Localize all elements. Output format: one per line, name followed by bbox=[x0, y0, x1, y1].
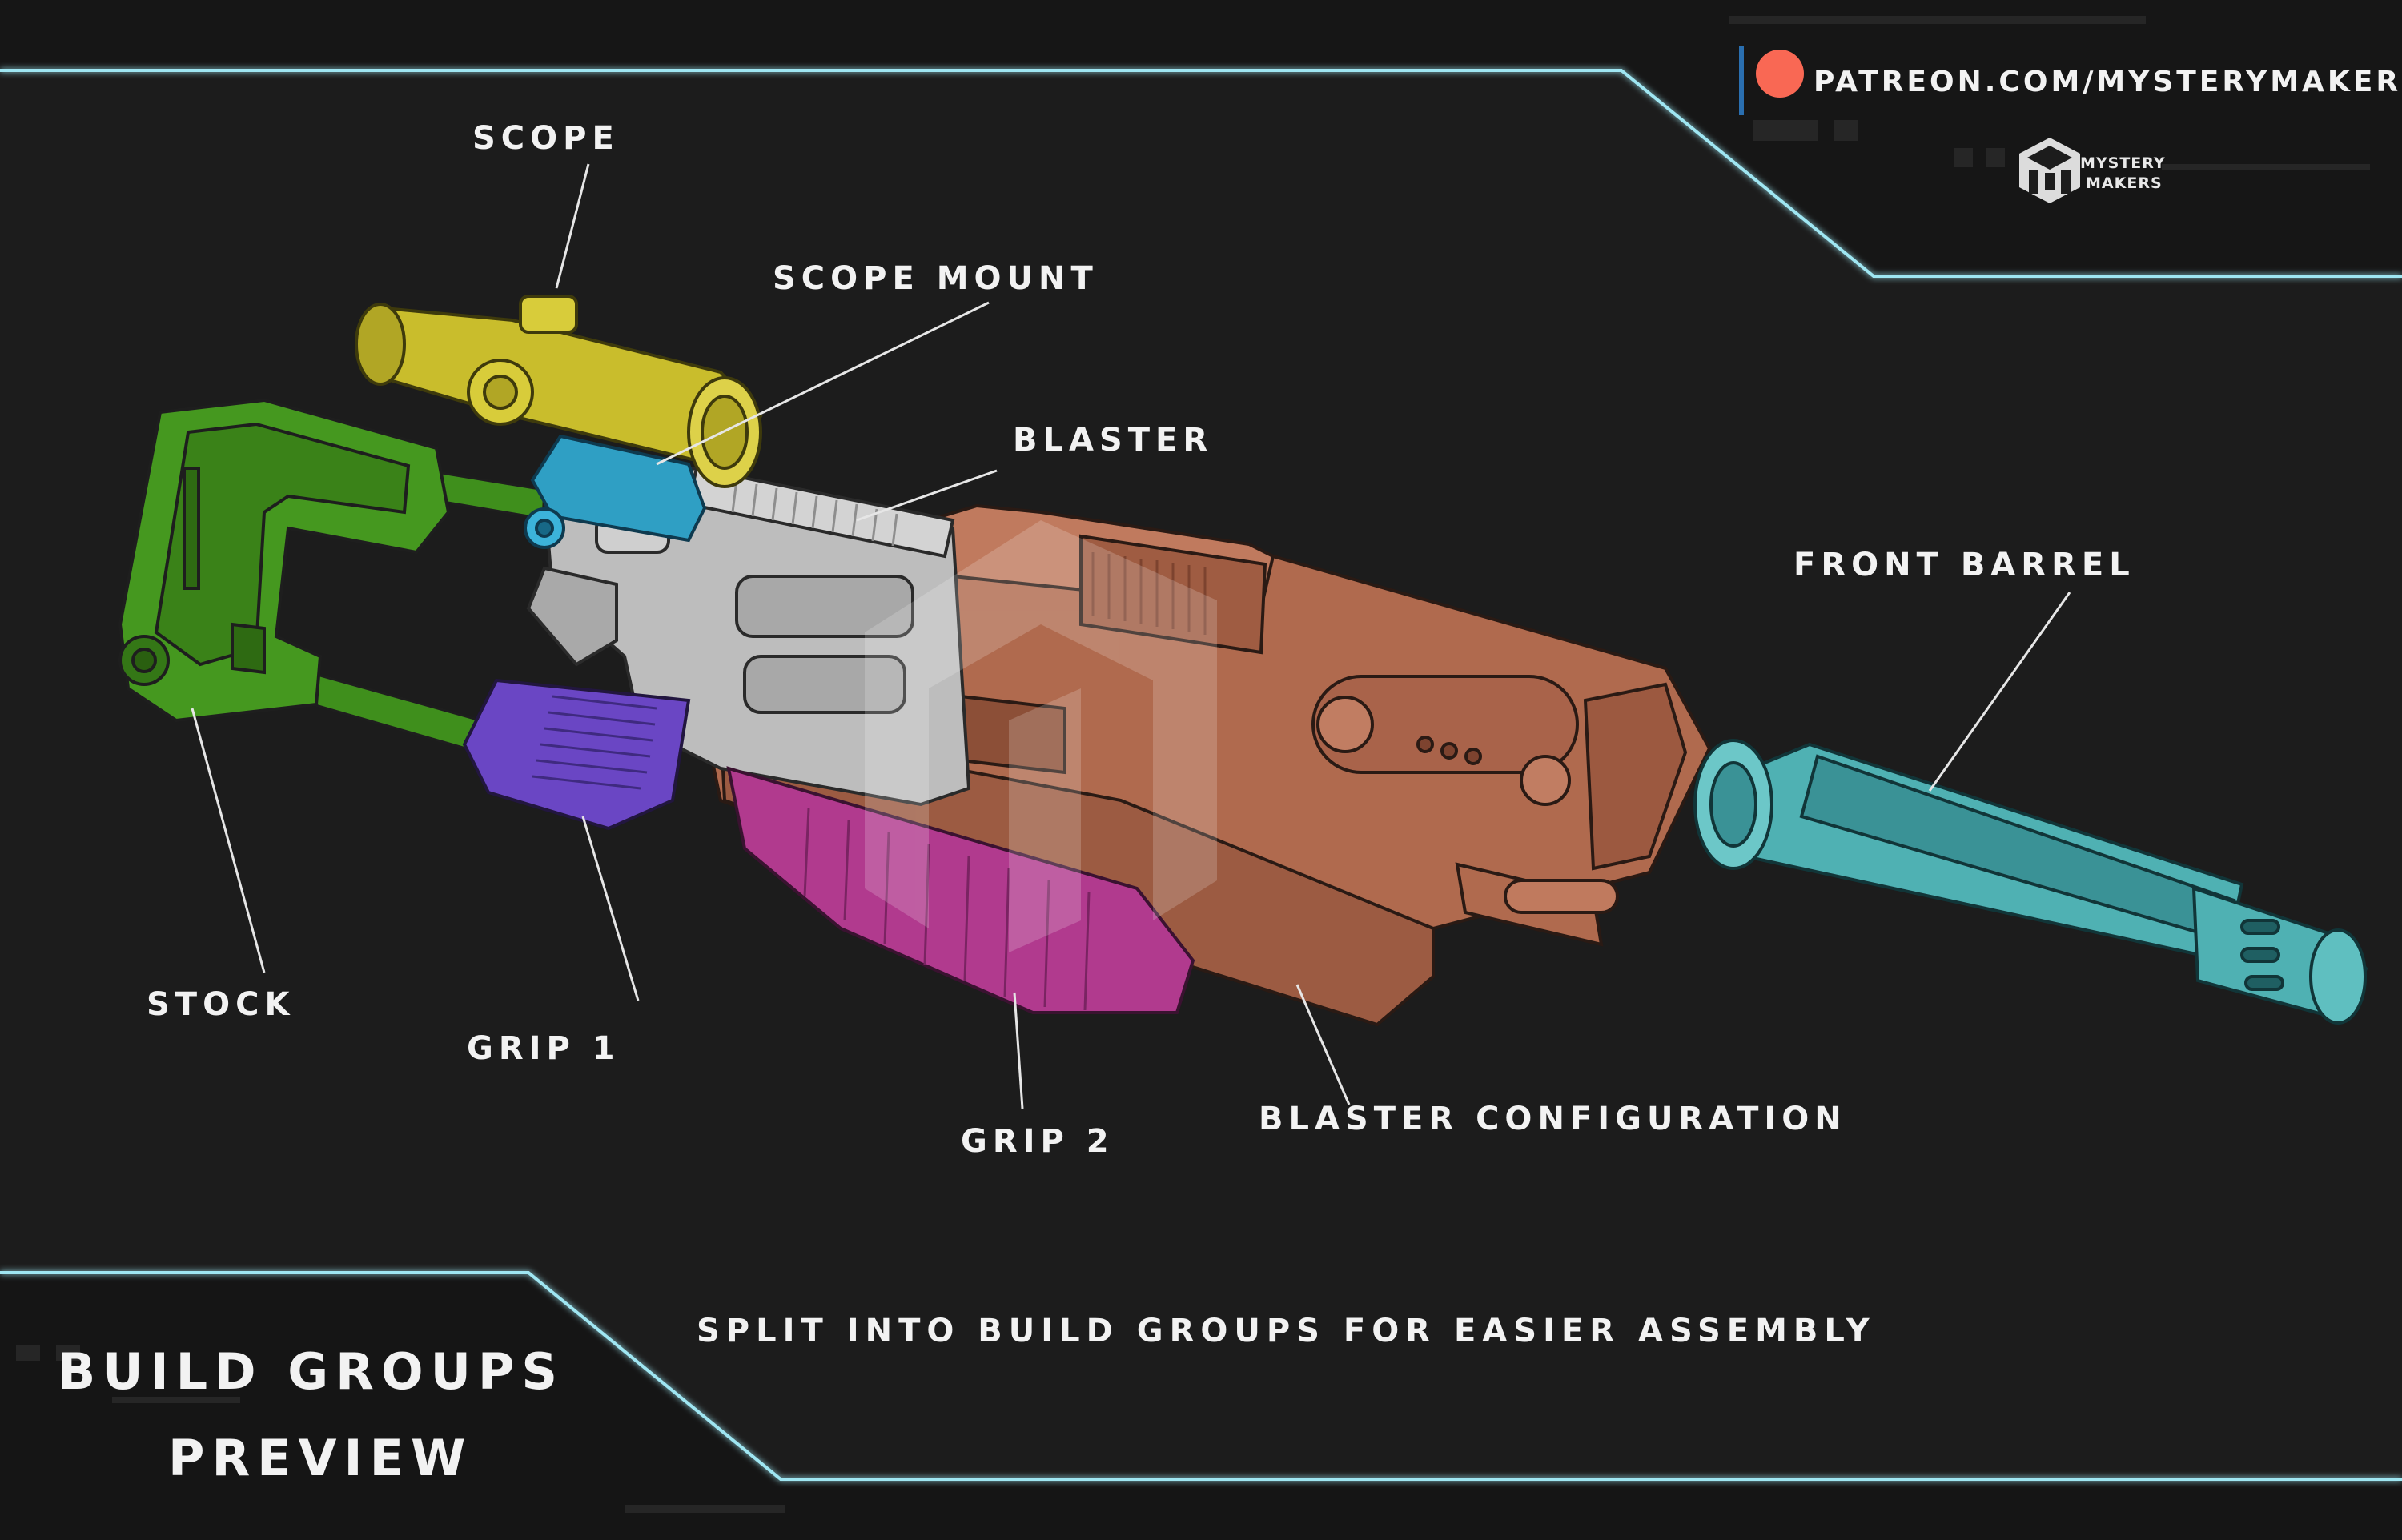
blaster-configuration-leader bbox=[1295, 984, 1351, 1105]
mystery-makers-logo-icon bbox=[2019, 138, 2080, 203]
grip-2 bbox=[726, 766, 1195, 1014]
logo-text-makers: MAKERS bbox=[2086, 174, 2163, 192]
circuit-decor bbox=[16, 16, 2370, 1513]
page-title-line-2: PREVIEW bbox=[168, 1429, 473, 1487]
label-front-barrel: FRONT BARREL bbox=[1793, 547, 2135, 584]
front-barrel bbox=[1693, 739, 2368, 1025]
subtitle: SPLIT INTO BUILD GROUPS FOR EASIER ASSEM… bbox=[697, 1313, 1876, 1350]
grip-2-leader bbox=[1013, 992, 1024, 1109]
bottom-frame-line bbox=[0, 1271, 2402, 1481]
label-grip-1: GRIP 1 bbox=[467, 1030, 621, 1067]
label-blaster-configuration: BLASTER CONFIGURATION bbox=[1259, 1101, 1847, 1137]
stock bbox=[118, 398, 451, 723]
patreon-icon bbox=[1756, 50, 1804, 98]
label-scope-mount: SCOPE MOUNT bbox=[773, 260, 1099, 297]
label-grip-2: GRIP 2 bbox=[961, 1123, 1115, 1160]
grip-1 bbox=[462, 678, 691, 831]
patreon-link[interactable]: PATREON.COM/MYSTERYMAKERS bbox=[1814, 66, 2402, 98]
watermark-logo bbox=[865, 520, 1217, 952]
label-scope: SCOPE bbox=[472, 120, 620, 157]
top-frame-line bbox=[0, 69, 2402, 278]
blaster-leader bbox=[856, 469, 998, 522]
footer-panel bbox=[0, 1273, 2402, 1540]
scope-leader bbox=[555, 163, 590, 289]
scope-mount-leader bbox=[656, 301, 990, 466]
header-accent-bar bbox=[1739, 46, 1744, 115]
header-panel bbox=[0, 0, 2402, 276]
label-stock: STOCK bbox=[147, 986, 295, 1023]
label-blaster: BLASTER bbox=[1013, 422, 1214, 459]
front-barrel-leader bbox=[1928, 592, 2071, 792]
leader-lines bbox=[191, 163, 2071, 1109]
rifle bbox=[118, 295, 2368, 1027]
grip-1-leader bbox=[581, 816, 640, 1001]
page-title-line-1: BUILD GROUPS bbox=[58, 1342, 565, 1401]
stock-leader bbox=[191, 708, 266, 973]
logo-text-mystery: MYSTERY bbox=[2080, 154, 2166, 172]
